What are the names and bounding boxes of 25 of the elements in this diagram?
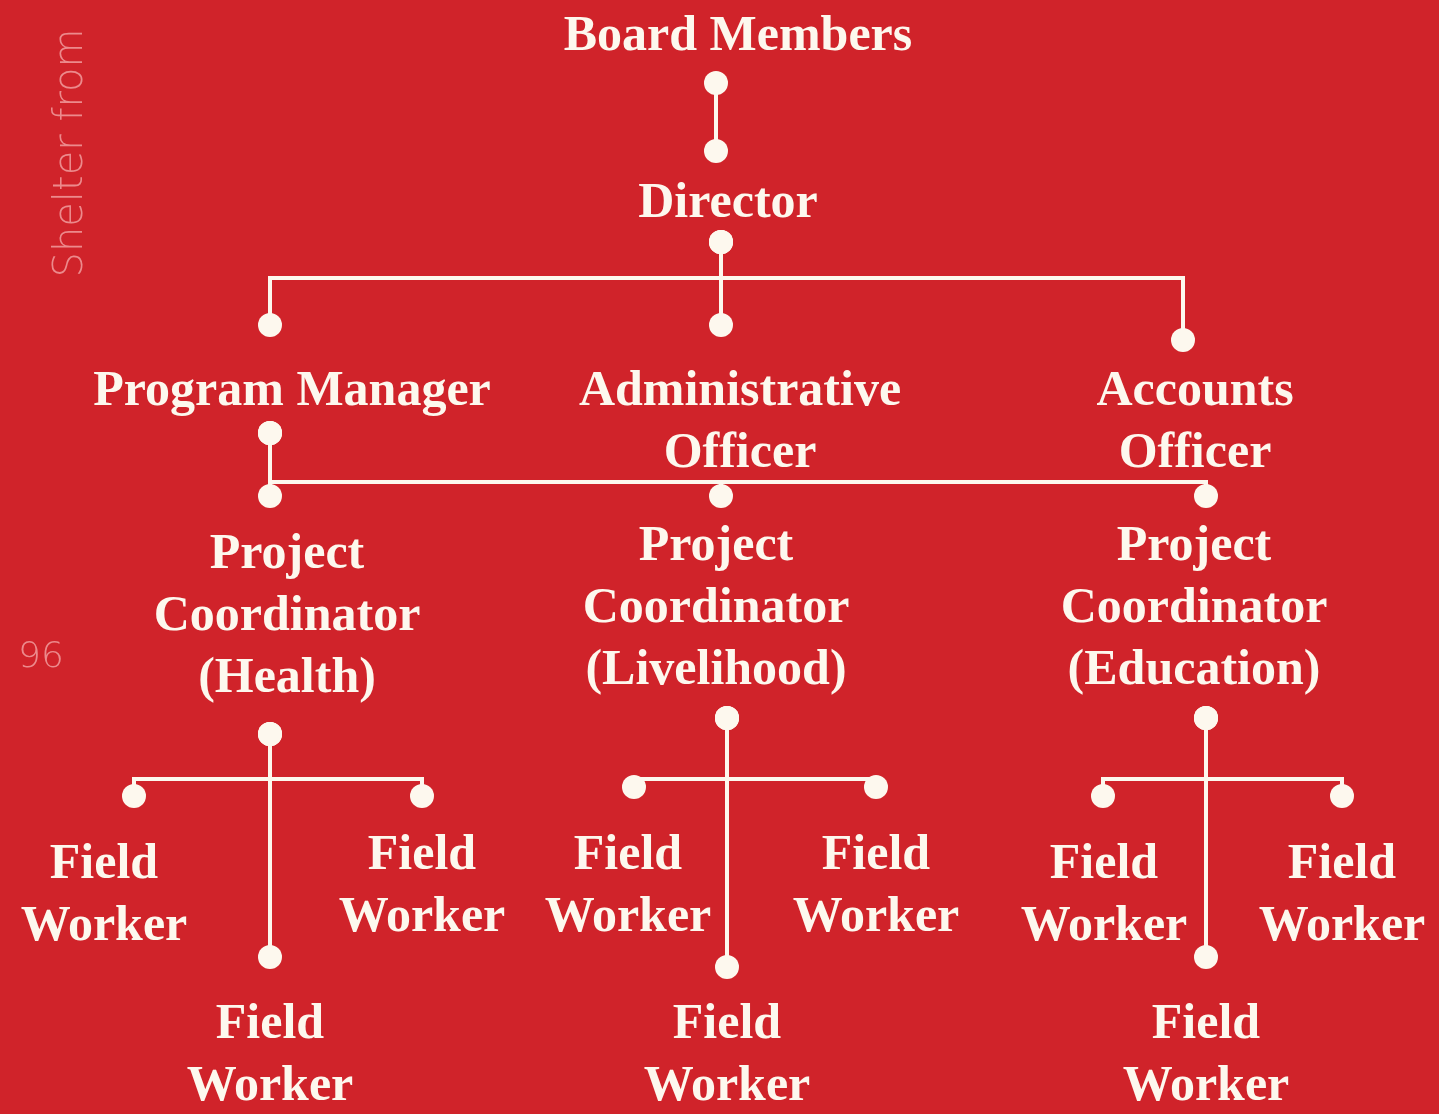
- role-title: Field Worker: [170, 990, 370, 1114]
- role-title: Field Worker: [627, 990, 827, 1114]
- role-title: Project Coordinator (Livelihood): [551, 512, 881, 698]
- connector-line: [258, 421, 1218, 508]
- role-title: Board Members: [508, 2, 968, 64]
- role-title: Field Worker: [322, 821, 522, 945]
- role-title: Field Worker: [528, 821, 728, 945]
- role-title: Field Worker: [1004, 830, 1204, 954]
- connector-line: [1194, 706, 1218, 969]
- connector-line: [258, 722, 282, 969]
- role-title: Field Worker: [1106, 990, 1306, 1114]
- role-title: Director: [578, 169, 878, 231]
- connector-line: [704, 71, 728, 163]
- role-title: Field Worker: [4, 830, 204, 954]
- role-title: Program Manager: [62, 357, 522, 419]
- role-title: Field Worker: [1252, 830, 1432, 954]
- connector-line: [715, 706, 739, 979]
- role-title: Field Worker: [776, 821, 976, 945]
- role-title: Accounts Officer: [1045, 357, 1345, 481]
- connector-line: [709, 230, 1195, 352]
- role-title: Project Coordinator (Health): [122, 520, 452, 706]
- role-title: Administrative Officer: [550, 357, 930, 481]
- running-header: Shelter from: [44, 28, 91, 278]
- role-title: Project Coordinator (Education): [1029, 512, 1359, 698]
- page-number: 96: [18, 634, 64, 675]
